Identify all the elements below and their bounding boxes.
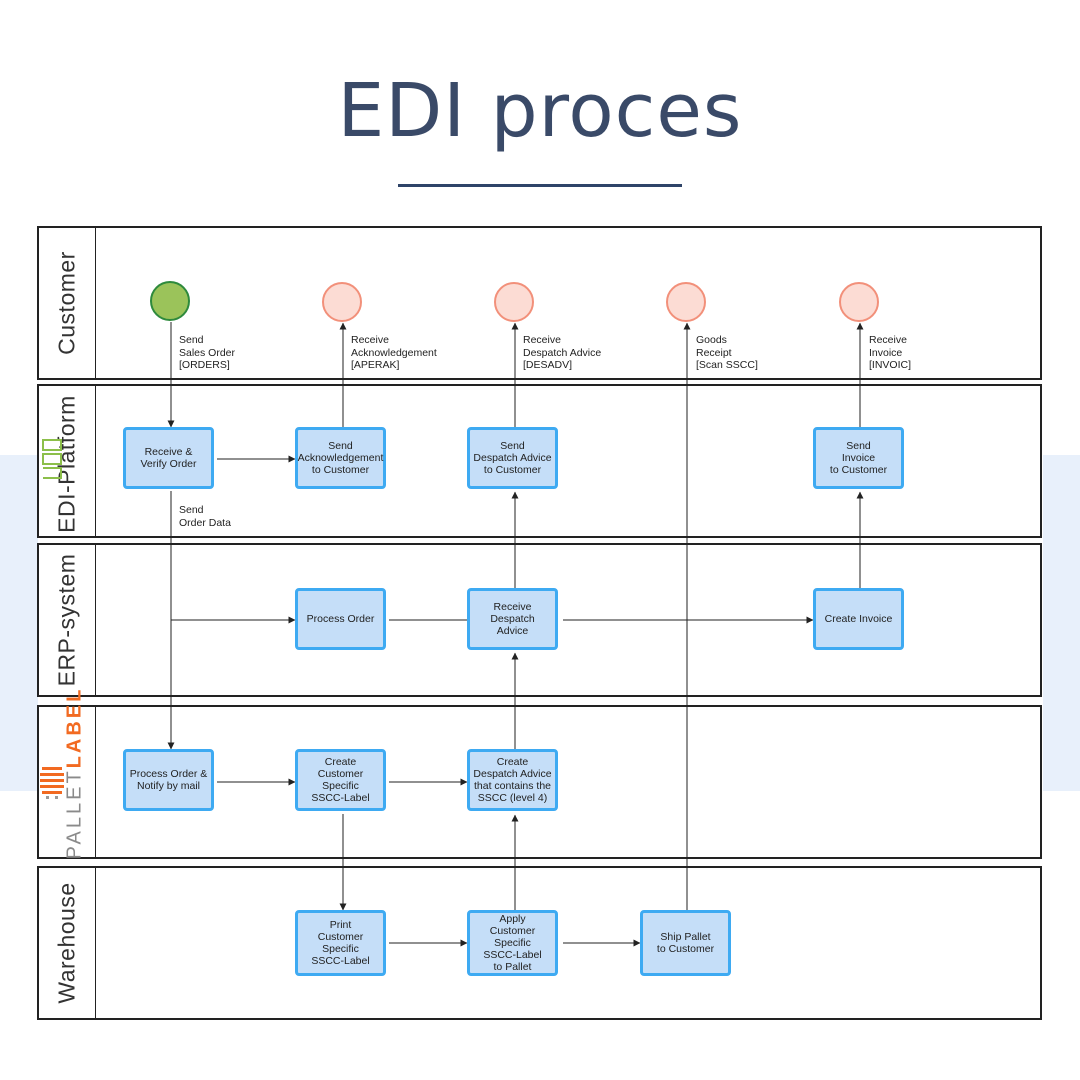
title-underline: [398, 184, 682, 187]
box-create-sscc-label: Create Customer Specific SSCC-Label: [295, 749, 386, 811]
label-receive-acknowledgement: Receive Acknowledgement [APERAK]: [351, 334, 437, 371]
box-send-despatch-advice: Send Despatch Advice to Customer: [467, 427, 558, 489]
box-text: Create Despatch Advice that contains the…: [473, 756, 552, 804]
box-text: Ship Pallet to Customer: [656, 931, 715, 955]
box-text: Send Acknowledgement to Customer: [297, 440, 384, 476]
box-text: Apply Customer Specific SSCC-Label to Pa…: [483, 913, 542, 973]
end-event-circle-desadv: [494, 282, 534, 322]
end-event-circle-aperak: [322, 282, 362, 322]
box-send-invoice: Send Invoice to Customer: [813, 427, 904, 489]
lane-header: Customer: [39, 228, 96, 378]
box-text: Create Invoice: [824, 613, 893, 625]
lane-header: EDI-Platform: [39, 386, 96, 536]
label-send-order-data: Send Order Data: [179, 504, 231, 529]
background-band-right: [1043, 455, 1080, 791]
start-event-circle: [150, 281, 190, 321]
label-receive-invoice: Receive Invoice [INVOIC]: [869, 334, 912, 371]
box-receive-despatch-advice: Receive Despatch Advice: [467, 588, 558, 650]
box-print-sscc-label: Print Customer Specific SSCC-Label: [295, 910, 386, 976]
box-text: Send Despatch Advice to Customer: [473, 440, 552, 476]
box-text: Send Invoice to Customer: [829, 440, 888, 476]
box-process-order: Process Order: [295, 588, 386, 650]
box-create-invoice: Create Invoice: [813, 588, 904, 650]
box-text: Process Order & Notify by mail: [129, 768, 208, 792]
pallet-stack-icon: [40, 767, 64, 799]
box-ship-pallet: Ship Pallet to Customer: [640, 910, 731, 976]
end-event-circle-goods-receipt: [666, 282, 706, 322]
box-text: Receive Despatch Advice: [490, 601, 535, 637]
box-process-order-notify: Process Order & Notify by mail: [123, 749, 214, 811]
box-text: Process Order: [306, 613, 375, 625]
edi-platform-logo: [42, 439, 62, 479]
box-create-despatch-advice: Create Despatch Advice that contains the…: [467, 749, 558, 811]
box-receive-verify-order: Receive & Verify Order: [123, 427, 214, 489]
end-event-circle-invoic: [839, 282, 879, 322]
background-band-left: [0, 455, 38, 791]
label-send-sales-order: Send Sales Order [ORDERS]: [179, 334, 236, 371]
box-text: Print Customer Specific SSCC-Label: [311, 919, 370, 967]
box-apply-sscc-label: Apply Customer Specific SSCC-Label to Pa…: [467, 910, 558, 976]
box-send-acknowledgement: Send Acknowledgement to Customer: [295, 427, 386, 489]
label-goods-receipt: Goods Receipt [Scan SSCC]: [696, 334, 758, 371]
lane-header: ERP-system: [39, 545, 96, 695]
box-text: Create Customer Specific SSCC-Label: [311, 756, 370, 804]
lane-header: Warehouse: [39, 868, 96, 1018]
lane-header: PALLETLABEL: [39, 687, 96, 859]
page-title: EDI proces: [337, 68, 743, 154]
label-receive-despatch-advice: Receive Despatch Advice [DESADV]: [523, 334, 602, 371]
box-text: Receive & Verify Order: [140, 446, 197, 470]
